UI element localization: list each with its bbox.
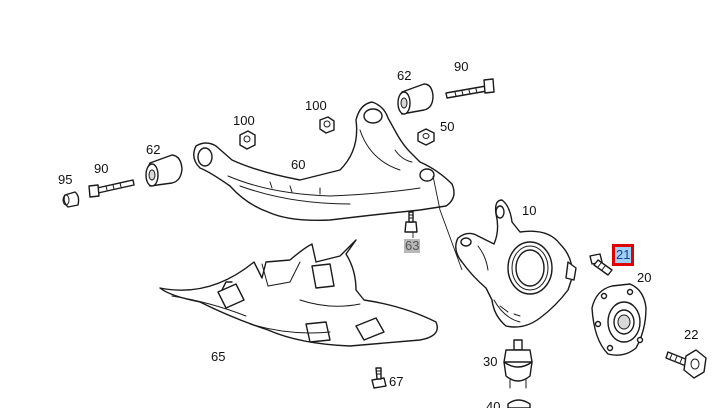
hub-20[interactable] (591, 283, 647, 356)
bushing-62-top[interactable] (397, 83, 434, 115)
callout-95[interactable]: 95 (58, 172, 73, 187)
callout-22[interactable]: 22 (684, 327, 699, 342)
bushing-62-left[interactable] (145, 154, 183, 187)
leader-line-knuckle (432, 175, 463, 271)
nut-50[interactable] (417, 128, 435, 146)
bolt-22[interactable] (665, 349, 707, 379)
callout-67[interactable]: 67 (389, 374, 404, 389)
knuckle-10[interactable] (455, 199, 577, 328)
bolt-21[interactable] (589, 253, 613, 276)
callout-10[interactable]: 10 (522, 203, 537, 218)
callout-65[interactable]: 65 (211, 349, 226, 364)
bolt-90-left[interactable] (88, 179, 135, 198)
callout-100-mid[interactable]: 100 (305, 98, 327, 113)
nut-100-left[interactable] (239, 130, 256, 150)
bolt-63[interactable] (404, 211, 418, 233)
callout-20[interactable]: 20 (637, 270, 652, 285)
callout-40[interactable]: 40 (486, 400, 501, 408)
cap-95[interactable] (62, 191, 80, 208)
callout-62-top[interactable]: 62 (397, 68, 412, 83)
control-arm-60[interactable] (193, 101, 455, 222)
callout-90-left[interactable]: 90 (94, 161, 109, 176)
callout-63[interactable]: 63 (404, 238, 421, 253)
callout-30[interactable]: 30 (483, 354, 498, 369)
callout-50[interactable]: 50 (440, 119, 455, 134)
callout-21-selected[interactable]: 21 (612, 244, 635, 266)
callout-62-left[interactable]: 62 (146, 142, 161, 157)
shield-65[interactable] (159, 239, 438, 347)
bolt-90-top[interactable] (445, 78, 495, 99)
callout-100-left[interactable]: 100 (233, 113, 255, 128)
bolt-67[interactable] (371, 367, 387, 389)
ball-joint-30[interactable] (503, 339, 533, 389)
callout-60[interactable]: 60 (291, 157, 306, 172)
callout-90-top[interactable]: 90 (454, 59, 469, 74)
part-40[interactable] (507, 399, 531, 408)
nut-100-mid[interactable] (319, 116, 335, 134)
